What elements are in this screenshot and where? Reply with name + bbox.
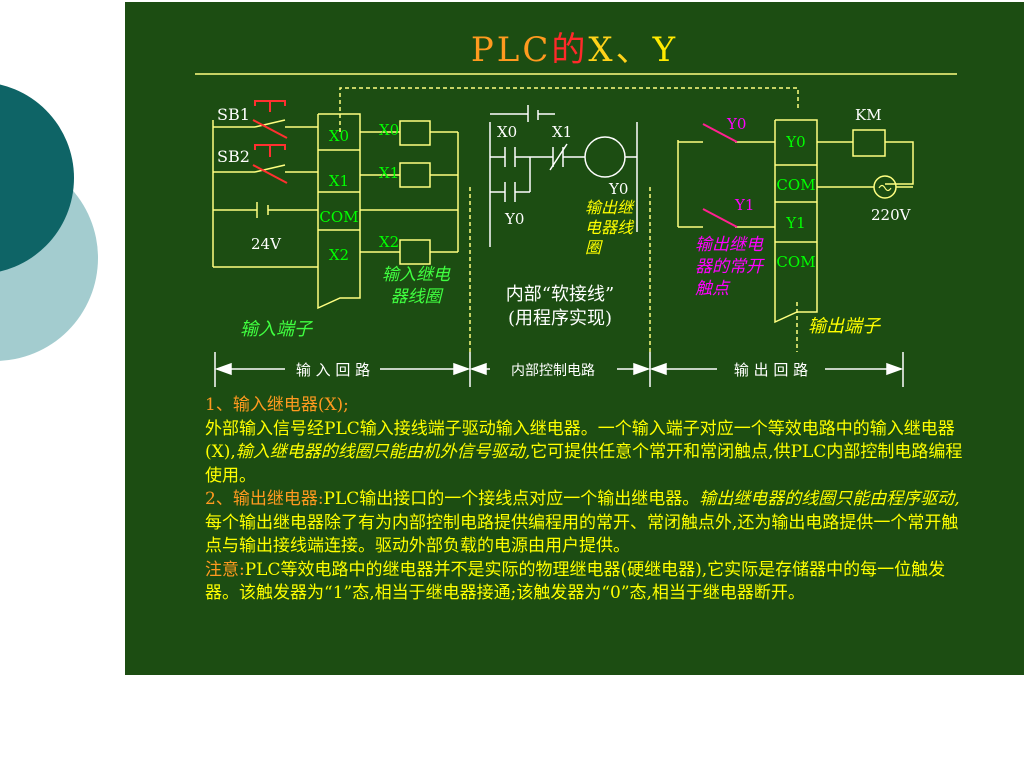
range-input-label: 输 入 回 路 xyxy=(296,361,370,379)
sb1-label: SB1 xyxy=(217,105,250,124)
dark-teal-circle xyxy=(0,84,74,272)
explanation-text: 1、输入继电器(X);外部输入信号经PLC输入接线端子驱动输入继电器。一个输入端… xyxy=(205,394,965,606)
in-coil-x1: X1 xyxy=(379,164,399,182)
out-term-y0: Y0 xyxy=(785,133,805,151)
in-coil-x0: X0 xyxy=(379,121,399,139)
out-contact-note: 输出继电器的常开触点 xyxy=(695,235,763,299)
out-coil-note: 输出继电器线圈 xyxy=(585,198,634,257)
inner-note-1: 内部“软接线” xyxy=(506,284,614,305)
para-input-relay: 1、输入继电器(X);外部输入信号经PLC输入接线端子驱动输入继电器。一个输入端… xyxy=(205,395,963,486)
in-term-com: COM xyxy=(319,208,358,226)
inner-contact-x0: X0 xyxy=(497,123,517,141)
ac-label: 220V xyxy=(871,206,912,224)
in-coil-note: 输入继电器线圈 xyxy=(382,265,450,307)
out-term-com2: COM xyxy=(776,253,815,271)
inner-coil-y0: Y0 xyxy=(608,180,628,198)
range-output-label: 输 出 回 路 xyxy=(734,361,808,379)
in-coil-x2: X2 xyxy=(379,233,399,251)
in-term-x0: X0 xyxy=(329,127,349,145)
slide-panel: PLC的X、Y xyxy=(125,2,1024,675)
battery-label: 24V xyxy=(251,235,282,253)
inner-contact-y0: Y0 xyxy=(504,210,524,228)
para-output-relay: 2、输出继电器:PLC输出接口的一个接线点对应一个输出继电器。输出继电器的线圈只… xyxy=(205,489,960,556)
km-label: KM xyxy=(855,106,882,124)
in-terminal-note: 输入端子 xyxy=(240,319,314,340)
out-contact-y1: Y1 xyxy=(734,196,754,214)
range-internal-label: 内部控制电路 xyxy=(511,363,595,379)
in-term-x2: X2 xyxy=(329,246,349,264)
out-contact-y0: Y0 xyxy=(726,115,746,133)
slide-title: PLC的X、Y xyxy=(470,30,679,70)
out-term-y1: Y1 xyxy=(785,214,805,232)
inner-note-2: (用程序实现) xyxy=(508,308,612,329)
in-term-x1: X1 xyxy=(329,172,349,190)
para-note: 注意:PLC等效电路中的继电器并不是实际的物理继电器(硬继电器),它实际是存储器… xyxy=(205,559,946,604)
sb2-label: SB2 xyxy=(217,147,250,166)
plc-equivalent-circuit: SB1 SB2 24V X0 X1 COM X2 X0 X1 X2 输入继电器线… xyxy=(195,73,957,387)
inner-contact-x1: X1 xyxy=(552,123,572,141)
out-terminal-note: 输出端子 xyxy=(808,316,882,337)
out-term-com1: COM xyxy=(776,176,815,194)
